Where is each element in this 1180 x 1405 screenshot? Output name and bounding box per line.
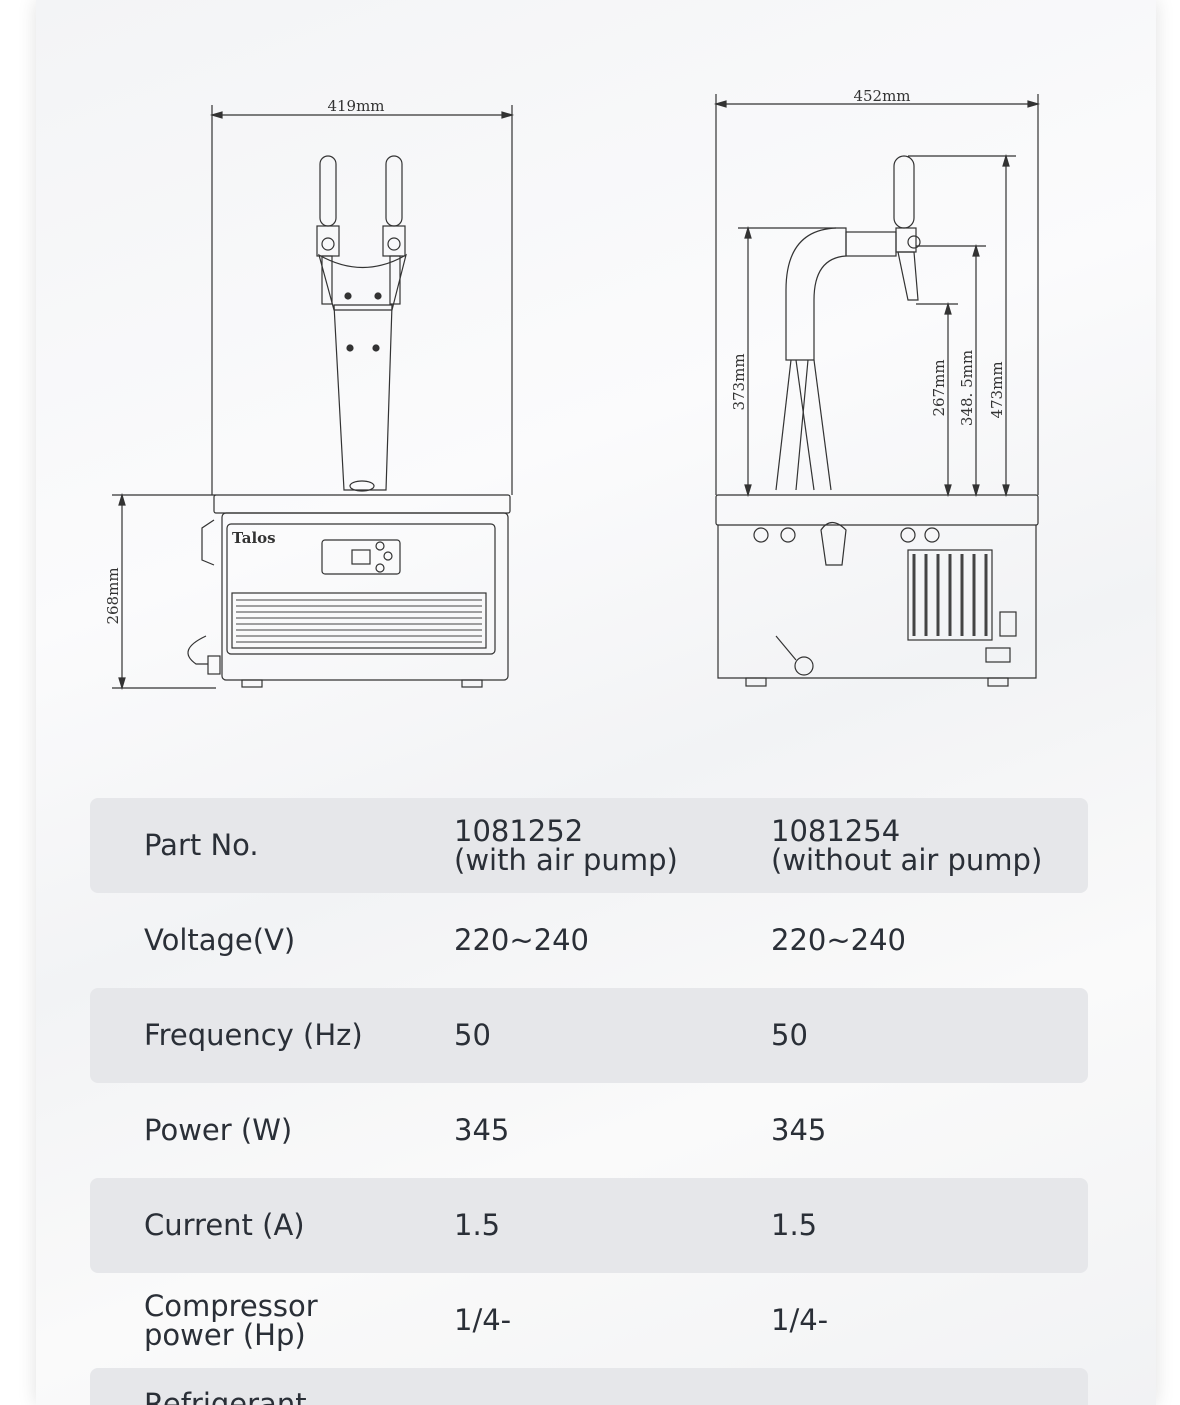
spec-value-a: 50 [454, 1018, 491, 1052]
spec-row-frequency: Frequency (Hz) 50 50 [90, 988, 1088, 1083]
side-dim-348: 348. 5mm [958, 350, 976, 426]
side-dim-373: 373mm [730, 353, 748, 410]
spec-label: Frequency (Hz) [144, 1018, 363, 1052]
spec-value-b: 345 [771, 1113, 827, 1147]
spec-value-b: 50 [771, 1018, 808, 1052]
spec-row-current: Current (A) 1.5 1.5 [90, 1178, 1088, 1273]
side-dim-267: 267mm [930, 359, 948, 416]
spec-value-a: 345 [454, 1113, 510, 1147]
spec-label: Current (A) [144, 1208, 305, 1242]
spec-row-compressor: Compressor power (Hp) 1/4- 1/4- [90, 1273, 1088, 1368]
side-width-label: 452mm [853, 87, 910, 105]
spec-label: Compressor power (Hp) [144, 1288, 318, 1352]
spec-row-refrigerant: Refrigerant [90, 1368, 1088, 1405]
spec-value-b: 1/4- [771, 1303, 829, 1337]
dimension-drawings: 419mm 268mm Talos 452mm 373mm 267mm 348.… [104, 87, 1041, 691]
front-width-label: 419mm [327, 97, 384, 115]
product-page: 419mm 268mm Talos 452mm 373mm 267mm 348.… [36, 0, 1156, 1405]
spec-label: Part No. [144, 828, 259, 862]
side-dim-473: 473mm [988, 361, 1006, 418]
front-view-drawing [112, 105, 515, 691]
side-view-drawing [713, 94, 1041, 687]
spec-row-voltage: Voltage(V) 220~240 220~240 [90, 893, 1088, 988]
spec-value-a: 1/4- [454, 1303, 512, 1337]
part-no-b: 1081254 (without air pump) [771, 813, 1043, 877]
spec-label: Refrigerant [144, 1387, 307, 1405]
spec-row-part-no: Part No. 1081252 (with air pump) 1081254… [90, 798, 1088, 893]
front-height-label: 268mm [104, 567, 122, 624]
spec-value-a: 1.5 [454, 1208, 501, 1242]
spec-label: Power (W) [144, 1113, 293, 1147]
spec-value-b: 220~240 [771, 923, 907, 957]
spec-value-a: 220~240 [454, 923, 590, 957]
spec-table: Part No. 1081252 (with air pump) 1081254… [90, 798, 1088, 1405]
part-no-a: 1081252 (with air pump) [454, 813, 678, 877]
spec-label: Voltage(V) [144, 923, 296, 957]
spec-value-b: 1.5 [771, 1208, 818, 1242]
spec-row-power: Power (W) 345 345 [90, 1083, 1088, 1178]
brand-logo: Talos [232, 529, 276, 547]
